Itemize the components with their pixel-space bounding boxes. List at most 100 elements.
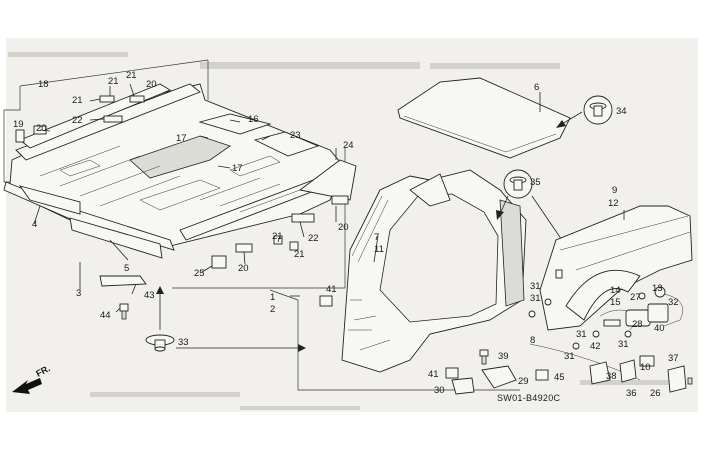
bracket-21e	[289, 241, 299, 251]
callout-41: 41	[326, 284, 337, 295]
callout-22: 22	[72, 115, 83, 126]
callout-30: 30	[434, 385, 445, 396]
callout-13: 13	[652, 283, 663, 294]
bracket-43	[99, 275, 147, 287]
arrow-33-right-head	[298, 344, 306, 352]
callout-21: 21	[72, 95, 83, 106]
fuel-cap-13	[654, 286, 666, 298]
callout-20: 20	[146, 79, 157, 90]
callout-25: 25	[194, 268, 205, 279]
callout-38: 38	[606, 371, 617, 382]
callout-21: 21	[294, 249, 305, 260]
fender-part-37-pin	[687, 377, 693, 385]
bracket-20d	[331, 195, 349, 205]
callout-7: 7	[374, 232, 379, 243]
drawing-code: SW01-B4920C	[497, 393, 561, 403]
callout-23: 23	[290, 130, 301, 141]
fender-fuel-hole	[555, 269, 563, 279]
plug-33	[145, 334, 175, 352]
callout-15: 15	[610, 297, 621, 308]
cable-clip-45	[535, 369, 549, 381]
bracket-19	[15, 129, 25, 143]
arrow-33-up-head	[156, 286, 164, 294]
callout-12: 12	[608, 198, 619, 209]
callout-1: 1	[270, 292, 275, 303]
a-pillar-lines	[348, 195, 389, 331]
side-group-box-link	[269, 289, 299, 301]
clip-31c	[592, 330, 600, 338]
roof-clip-arrow-head	[556, 120, 566, 128]
wheel-arch	[565, 269, 641, 321]
front-direction-arrow	[12, 378, 42, 394]
floor-part-23	[253, 131, 320, 157]
fuel-clip-27	[638, 292, 646, 300]
fr-direction-label: FR.	[34, 363, 51, 379]
callout-31: 31	[576, 329, 587, 340]
latch-29	[481, 365, 517, 389]
callout-34: 34	[616, 106, 627, 117]
callout-10: 10	[640, 362, 651, 373]
callout-6: 6	[534, 82, 539, 93]
side-lower-lines	[353, 315, 391, 351]
callout-18: 18	[38, 79, 49, 90]
callout-28: 28	[632, 319, 643, 330]
callout-21: 21	[108, 76, 119, 87]
bolt-39	[479, 349, 489, 365]
clip-31b	[528, 310, 536, 318]
clip-41b	[445, 367, 459, 379]
bracket-22a	[103, 115, 123, 123]
roof-panel-group	[397, 77, 613, 159]
fender-part-10	[639, 355, 655, 367]
rear-fender-group	[528, 205, 693, 393]
clip-31d	[624, 330, 632, 338]
floor-rail-4	[18, 185, 81, 215]
callout-42: 42	[590, 341, 601, 352]
callout-24: 24	[343, 140, 354, 151]
callout-43: 43	[144, 290, 155, 301]
floor-stamping-lines	[39, 145, 301, 213]
callout-40: 40	[654, 323, 665, 334]
bolt-44	[119, 303, 129, 320]
clip-35-arrow-left	[499, 195, 509, 215]
floor-group-box-left	[3, 86, 21, 183]
callout-44: 44	[100, 310, 111, 321]
opener-38	[589, 361, 611, 385]
clip-31e	[572, 342, 580, 350]
scan-ghost-marks	[8, 52, 670, 410]
callout-16: 16	[248, 114, 259, 125]
callout-26: 26	[650, 388, 661, 399]
callout-20: 20	[238, 263, 249, 274]
floor-rail-5	[69, 217, 163, 259]
roof-rail-joint	[409, 173, 451, 207]
callout-2: 2	[270, 304, 275, 315]
side-panel-group	[269, 169, 570, 395]
door-opening	[379, 193, 499, 323]
striker-30	[451, 377, 475, 395]
roof-panel	[397, 77, 571, 159]
callout-27: 27	[630, 292, 641, 303]
callout-29: 29	[518, 376, 529, 387]
callout-21: 21	[272, 231, 283, 242]
clip-35-arrow-left-head	[496, 210, 504, 220]
callout-32: 32	[668, 297, 679, 308]
bracket-25	[211, 255, 227, 269]
callout-19: 19	[13, 119, 24, 130]
rear-pillar	[499, 199, 525, 307]
callout-17: 17	[232, 163, 243, 174]
callout-22: 22	[308, 233, 319, 244]
callout-39: 39	[498, 351, 509, 362]
callout-35: 35	[530, 177, 541, 188]
clip-31a	[544, 298, 552, 306]
bracket-36	[619, 359, 637, 383]
clip-35-arrow-right	[531, 195, 567, 247]
floor-part-16	[198, 113, 272, 135]
callout-21: 21	[126, 70, 137, 81]
floor-panel-assembly	[3, 59, 357, 352]
callout-41: 41	[428, 369, 439, 380]
callout-5: 5	[124, 263, 129, 274]
callout-9: 9	[612, 185, 617, 196]
callout-3: 3	[76, 288, 81, 299]
callout-11: 11	[374, 244, 384, 255]
callout-37: 37	[668, 353, 679, 364]
